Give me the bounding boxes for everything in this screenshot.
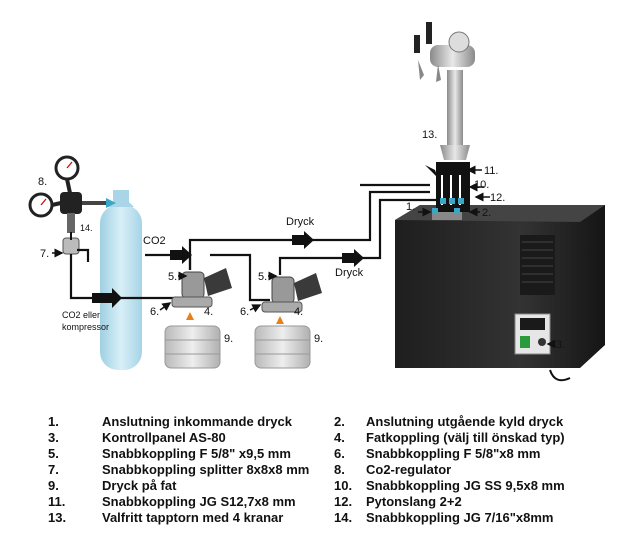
legend-text: Kontrollpanel AS-80 <box>102 430 226 445</box>
legend-text: Snabbkoppling splitter 8x8x8 mm <box>102 462 310 477</box>
dryck-mid-label: Dryck <box>335 267 364 279</box>
splitter-7 <box>62 232 80 255</box>
callout-7: 7. <box>40 248 49 260</box>
legend-text: Snabbkoppling F 5/8"x8 mm <box>366 446 541 461</box>
callout-14: 14. <box>80 223 93 233</box>
callout-5b: 5. <box>258 271 267 283</box>
legend-number: 3. <box>48 430 59 445</box>
legend-text: Snabbkoppling JG 7/16"x8mm <box>366 510 554 525</box>
legend-number: 8. <box>334 462 345 477</box>
callout-11: 11. <box>484 165 498 177</box>
installation-diagram: CO2 CO2 eller kompressor Dryck Dryck 1. … <box>28 22 605 382</box>
legend-text: Valfritt tapptorn med 4 kranar <box>102 510 284 525</box>
legend-text: Snabbkoppling F 5/8" x9,5 mm <box>102 446 291 461</box>
legend-text: Anslutning inkommande dryck <box>102 414 292 429</box>
legend-number: 4. <box>334 430 345 445</box>
legend-number: 12. <box>334 494 353 509</box>
flow-arrows <box>92 231 364 308</box>
callout-10: 10. <box>474 179 489 191</box>
legend-number: 7. <box>48 462 59 477</box>
callout-1: 1. <box>406 201 415 213</box>
co2-regulator <box>28 155 116 233</box>
callout-4a: 4. <box>204 306 213 318</box>
legend-number: 6. <box>334 446 345 461</box>
co2-or-compressor-label-2: kompressor <box>62 322 109 332</box>
callout-3: 3. <box>556 339 565 351</box>
co2-label: CO2 <box>143 235 166 247</box>
legend-number: 14. <box>334 510 353 525</box>
keg-coupler-1 <box>171 268 232 320</box>
callout-6a: 6. <box>150 306 159 318</box>
legend-number: 9. <box>48 478 59 493</box>
legend-text: Co2-regulator <box>366 462 452 477</box>
callout-9a: 9. <box>224 333 233 345</box>
callout-6b: 6. <box>240 306 249 318</box>
legend-text: Fatkoppling (välj till önskad typ) <box>366 430 565 445</box>
callout-8: 8. <box>38 176 47 188</box>
legend-text: Snabbkoppling JG SS 9,5x8 mm <box>366 478 565 493</box>
keg-1 <box>164 325 221 369</box>
legend-text: Pytonslang 2+2 <box>366 494 462 509</box>
callout-9b: 9. <box>314 333 323 345</box>
co2-or-compressor-label-1: CO2 eller <box>62 310 100 320</box>
legend-text: Anslutning utgående kyld dryck <box>366 414 564 429</box>
callout-2: 2. <box>482 207 491 219</box>
legend-text: Snabbkoppling JG S12,7x8 mm <box>102 494 296 509</box>
legend: 1. Anslutning inkommande dryck 3. Kontroll… <box>0 414 620 546</box>
legend-number: 5. <box>48 446 59 461</box>
callout-4b: 4. <box>294 306 303 318</box>
cooler-unit <box>395 205 605 382</box>
keg-2 <box>254 325 311 369</box>
legend-number: 11. <box>48 494 66 509</box>
callout-13: 13. <box>422 129 437 141</box>
legend-text: Dryck på fat <box>102 478 177 493</box>
legend-number: 1. <box>48 414 59 429</box>
callout-5a: 5. <box>168 271 177 283</box>
keg-coupler-2 <box>261 273 322 324</box>
tap-tower <box>414 22 475 214</box>
legend-number: 13. <box>48 510 67 525</box>
legend-number: 2. <box>334 414 345 429</box>
dryck-top-label: Dryck <box>286 216 315 228</box>
legend-number: 10. <box>334 478 353 493</box>
co2-tank <box>100 190 142 370</box>
callout-12: 12. <box>490 192 505 204</box>
callout-arrows <box>52 165 556 349</box>
